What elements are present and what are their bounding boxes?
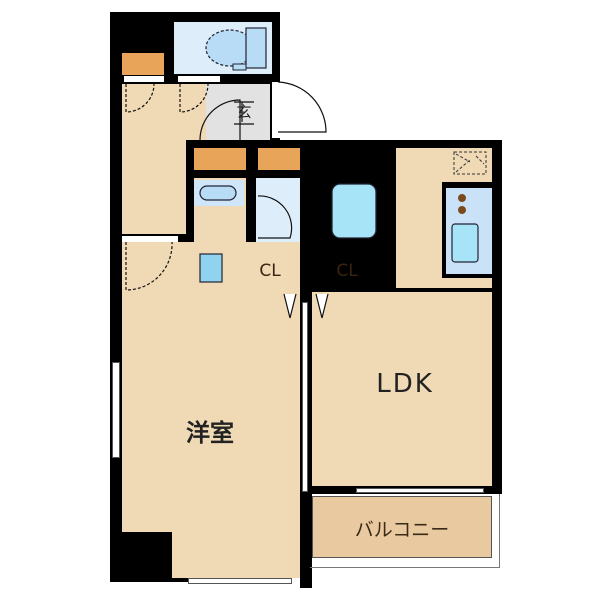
ldk-room-main: [312, 292, 492, 486]
western-window: [112, 362, 120, 458]
balcony: [312, 496, 492, 558]
hallway: [122, 84, 186, 234]
western-room-label: 洋室: [186, 418, 234, 447]
sliding-door: [302, 302, 308, 492]
western-room-upper: [122, 292, 300, 302]
stove-burner-icon: [458, 206, 466, 214]
entrance-symbol-icon: [234, 101, 254, 125]
entrance-area: [206, 84, 270, 140]
kitchen-sink-icon: [451, 223, 479, 263]
ldk-label: LDK: [376, 369, 434, 399]
structural-column: [110, 532, 172, 582]
entry-door-wr: [122, 236, 178, 242]
balcony-window: [356, 488, 484, 493]
balcony-label: バルコニー: [354, 518, 450, 541]
closet-right-label: CL: [336, 261, 358, 281]
closet-door-icons: [283, 293, 329, 319]
entrance-label: 玄: [236, 102, 252, 121]
bottom-window: [188, 578, 292, 584]
storage-top-left: [122, 53, 164, 75]
closet-left-label: CL: [259, 261, 281, 281]
door-strip: [178, 76, 220, 82]
stove-burner-icon: [458, 194, 466, 202]
door-swing-icons: [125, 81, 327, 291]
washbasin-icon: [199, 185, 237, 201]
washing-machine-icon: [199, 253, 223, 283]
door-strip: [124, 76, 164, 82]
bathtub-icon: [331, 183, 377, 239]
balcony-rail: [310, 494, 500, 568]
toilet-icon: [205, 27, 267, 71]
storage-1: [194, 148, 246, 170]
entrance-door-area: [272, 82, 332, 138]
range-hood-icon: [453, 151, 487, 175]
